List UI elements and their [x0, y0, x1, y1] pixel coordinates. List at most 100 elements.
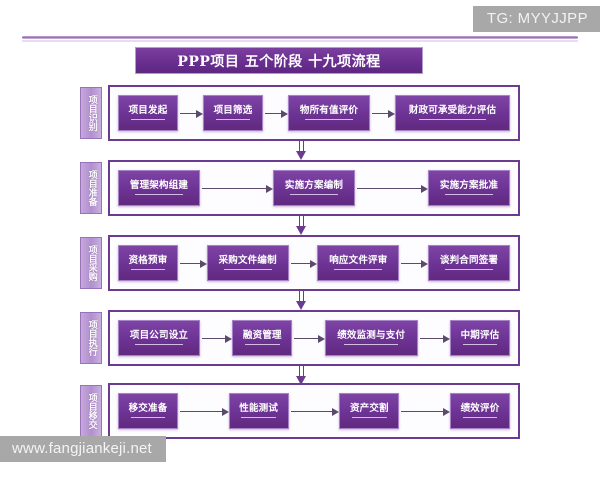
site-watermark: www.fangjiankeji.net	[0, 436, 166, 462]
stage-label-5: 项目移交	[80, 385, 102, 437]
stage-frame: 移交准备 性能测试 资产交割 绩效评价	[108, 383, 520, 439]
process-step-box[interactable]: 项目发起	[118, 95, 178, 131]
arrow-right-icon	[292, 334, 325, 343]
arrow-right-icon	[178, 407, 229, 416]
step-underline	[241, 416, 277, 418]
arrow-right-icon	[399, 407, 450, 416]
stage-row: 项目移交 移交准备 性能测试 资产交割 绩效评价	[80, 383, 520, 439]
process-step-box[interactable]: 性能测试	[228, 393, 289, 429]
process-step-label: 性能测试	[239, 403, 279, 415]
stage-frame: 资格预审 采购文件编制 响应文件评审 谈判合同签署	[108, 235, 520, 291]
process-step-label: 中期评估	[460, 330, 500, 342]
step-underline	[290, 193, 338, 195]
process-step-label: 物所有值评价	[299, 105, 359, 117]
stage-label-text: 项目准备	[86, 170, 97, 206]
process-step-label: 实施方案批准	[439, 180, 499, 192]
step-underline	[305, 118, 353, 120]
telegram-watermark: TG: MYYJJPP	[472, 6, 600, 32]
top-divider-rule-shadow	[22, 40, 578, 42]
arrow-right-icon	[178, 259, 207, 268]
process-step-box[interactable]: 物所有值评价	[288, 95, 370, 131]
process-step-box[interactable]: 绩效监测与支付	[324, 320, 418, 356]
stage-connector-arrow-icon	[296, 216, 307, 235]
step-underline	[135, 193, 183, 195]
stage-row: 项目识别 项目发起 项目筛选 物所有值评价 财政可承受能力评估	[80, 85, 520, 141]
process-step-label: 管理架构组建	[129, 180, 189, 192]
process-step-label: 实施方案编制	[284, 180, 344, 192]
stage-label-text: 项目执行	[86, 320, 97, 356]
step-list: 项目公司设立 融资管理 绩效监测与支付 中期评估	[110, 312, 518, 364]
process-step-box[interactable]: 实施方案批准	[428, 170, 510, 206]
process-step-box[interactable]: 资产交割	[339, 393, 400, 429]
stage-label-2: 项目准备	[80, 162, 102, 214]
process-step-label: 采购文件编制	[218, 255, 277, 267]
diagram-title: PPP项目 五个阶段 十九项流程	[177, 53, 381, 70]
process-step-label: 财政可承受能力评估	[408, 105, 497, 117]
step-underline	[130, 268, 166, 270]
step-underline	[244, 343, 280, 345]
process-step-box[interactable]: 资格预审	[118, 245, 178, 281]
arrow-right-icon	[178, 109, 203, 118]
step-list: 资格预审 采购文件编制 响应文件评审 谈判合同签署	[110, 237, 518, 289]
process-step-box[interactable]: 管理架构组建	[118, 170, 200, 206]
step-underline	[462, 416, 498, 418]
step-underline	[135, 343, 183, 345]
step-underline	[445, 193, 493, 195]
arrow-right-icon	[289, 259, 318, 268]
arrow-right-icon	[289, 407, 340, 416]
arrow-right-icon	[355, 184, 428, 193]
arrow-right-icon	[263, 109, 288, 118]
stage-frame: 项目发起 项目筛选 物所有值评价 财政可承受能力评估	[108, 85, 520, 141]
stage-frame: 项目公司设立 融资管理 绩效监测与支付 中期评估	[108, 310, 520, 366]
stage-frame: 管理架构组建 实施方案编制 实施方案批准	[108, 160, 520, 216]
process-step-label: 项目发起	[128, 105, 168, 117]
step-underline	[351, 416, 387, 418]
stage-label-text: 项目识别	[86, 95, 97, 131]
arrow-right-icon	[370, 109, 395, 118]
process-step-box[interactable]: 融资管理	[232, 320, 293, 356]
process-step-label: 资格预审	[128, 255, 168, 267]
process-step-label: 移交准备	[128, 403, 168, 415]
step-list: 移交准备 性能测试 资产交割 绩效评价	[110, 385, 518, 437]
process-step-label: 绩效评价	[460, 403, 500, 415]
step-underline	[223, 268, 272, 270]
step-underline	[462, 343, 498, 345]
stage-row: 项目准备 管理架构组建 实施方案编制 实施方案批准	[80, 160, 520, 216]
process-step-label: 响应文件评审	[329, 255, 388, 267]
process-step-box[interactable]: 财政可承受能力评估	[395, 95, 510, 131]
step-underline	[418, 118, 487, 120]
stage-connector-arrow-icon	[296, 141, 307, 160]
process-step-label: 项目筛选	[213, 105, 253, 117]
process-step-box[interactable]: 响应文件评审	[317, 245, 400, 281]
process-step-box[interactable]: 绩效评价	[450, 393, 511, 429]
arrow-right-icon	[200, 334, 233, 343]
process-step-label: 绩效监测与支付	[337, 330, 406, 342]
process-step-box[interactable]: 谈判合同签署	[428, 245, 511, 281]
stage-label-text: 项目移交	[86, 393, 97, 429]
process-step-box[interactable]: 实施方案编制	[273, 170, 355, 206]
process-step-box[interactable]: 中期评估	[449, 320, 510, 356]
arrow-right-icon	[418, 334, 451, 343]
stage-label-3: 项目采购	[80, 237, 102, 289]
stage-label-4: 项目执行	[80, 312, 102, 364]
step-underline	[130, 118, 166, 120]
diagram-title-banner: PPP项目 五个阶段 十九项流程	[135, 47, 423, 74]
step-list: 项目发起 项目筛选 物所有值评价 财政可承受能力评估	[110, 87, 518, 139]
process-step-label: 谈判合同签署	[439, 255, 499, 267]
top-divider-rule	[22, 36, 578, 39]
process-step-box[interactable]: 项目筛选	[203, 95, 263, 131]
stage-label-text: 项目采购	[86, 245, 97, 281]
process-step-box[interactable]: 采购文件编制	[206, 245, 289, 281]
process-step-box[interactable]: 项目公司设立	[118, 320, 200, 356]
stage-connector-arrow-icon	[296, 291, 307, 310]
process-step-label: 融资管理	[242, 330, 282, 342]
arrow-right-icon	[200, 184, 273, 193]
process-step-box[interactable]: 移交准备	[118, 393, 178, 429]
step-underline	[334, 268, 383, 270]
step-underline	[215, 118, 251, 120]
step-underline	[445, 268, 494, 270]
step-underline	[130, 416, 166, 418]
step-underline	[343, 343, 399, 345]
step-list: 管理架构组建 实施方案编制 实施方案批准	[110, 162, 518, 214]
